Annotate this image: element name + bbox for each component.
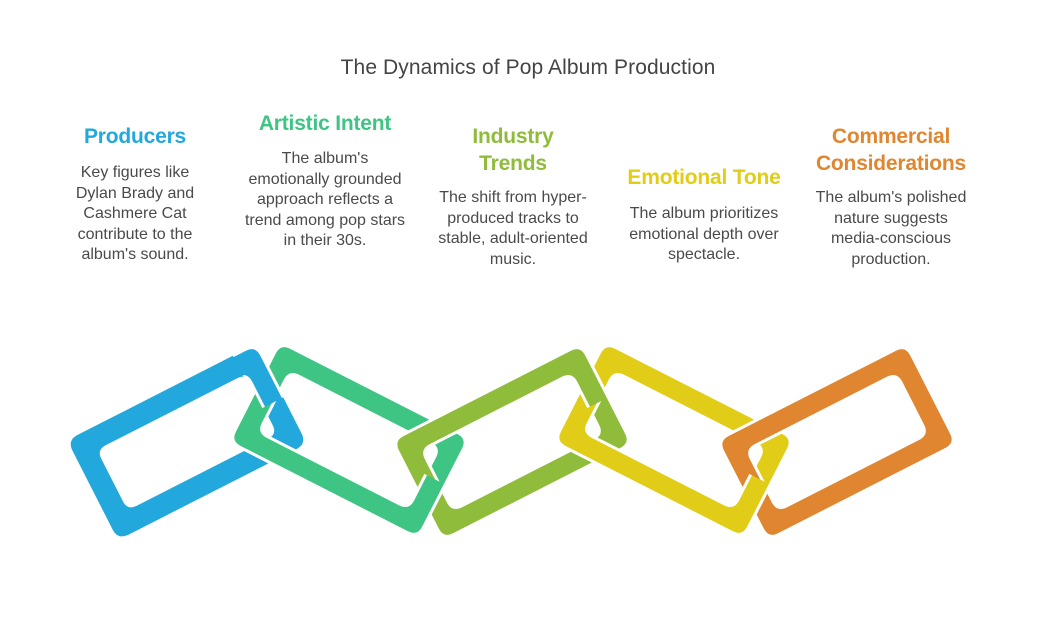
item-heading: Industry Trends: [472, 125, 554, 175]
item-description: The shift from hyper-produced tracks to …: [438, 189, 588, 268]
item-emotional-tone: Emotional Tone The album prioritizes emo…: [616, 164, 792, 266]
item-heading: Producers: [83, 125, 187, 148]
item-description: Key figures like Dylan Brady and Cashmer…: [75, 164, 195, 263]
item-industry-trends: Industry Trends The shift from hyper-pro…: [428, 123, 598, 270]
item-description: The album's emotionally grounded approac…: [244, 150, 406, 249]
item-producers: Producers Key figures like Dylan Brady a…: [60, 123, 210, 266]
diagram-title: The Dynamics of Pop Album Production: [340, 56, 716, 79]
item-description: The album's polished nature suggests med…: [815, 189, 967, 268]
item-description: The album prioritizes emotional depth ov…: [629, 205, 779, 263]
item-heading: Commercial Considerations: [815, 125, 967, 175]
item-commercial-considerations: Commercial Considerations The album's po…: [806, 123, 976, 270]
item-artistic-intent: Artistic Intent The album's emotionally …: [242, 110, 408, 252]
item-heading: Emotional Tone: [627, 166, 781, 189]
item-heading: Artistic Intent: [258, 112, 392, 135]
